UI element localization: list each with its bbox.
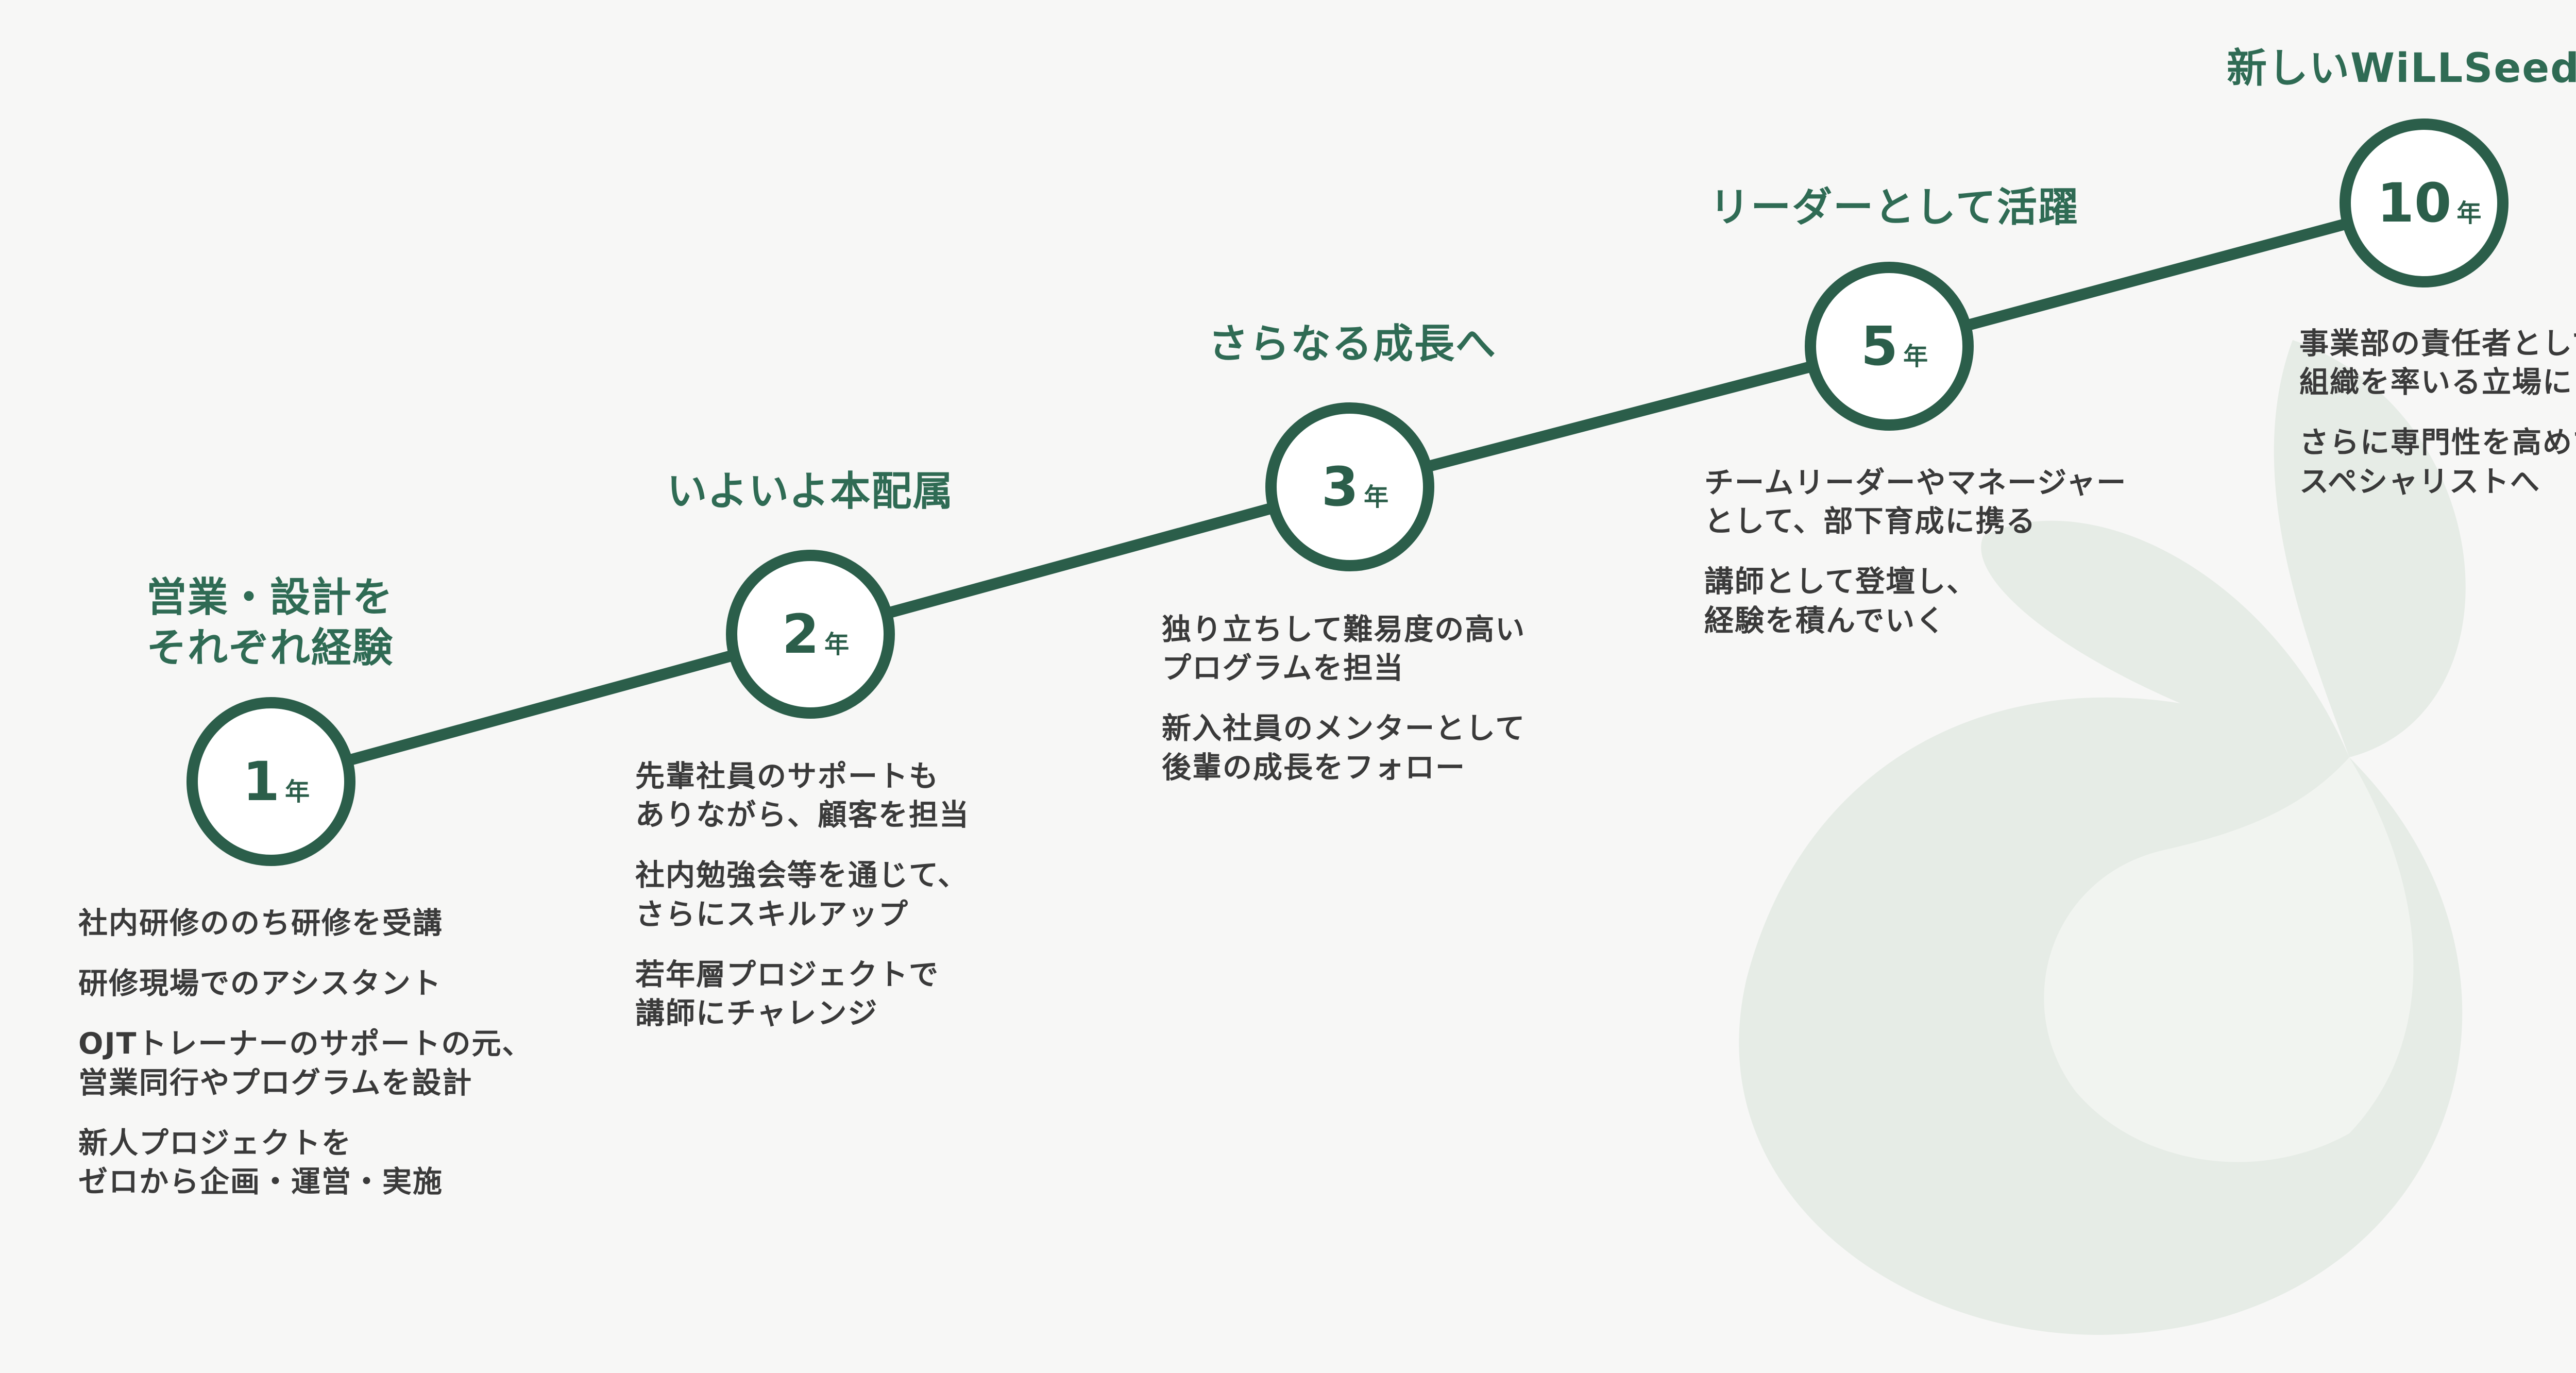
year-unit: 年 xyxy=(2456,199,2482,228)
description-item: さらに専門性を高めてスペシャリストへ xyxy=(2299,426,2576,499)
year-unit: 年 xyxy=(285,777,310,806)
timeline-track xyxy=(265,197,2430,787)
description-item: 事業部の責任者として、組織を率いる立場に xyxy=(2299,327,2576,400)
year-number: 5 xyxy=(1860,315,1899,378)
milestone-heading-10: 新しいWiLLSeedへ xyxy=(2227,45,2576,92)
year-number: 10 xyxy=(2377,172,2452,234)
milestone-circle-3 xyxy=(1265,402,1434,571)
description-item: OJTトレーナーのサポートの元、営業同行やプログラムを設計 xyxy=(78,1027,533,1100)
milestone-circles xyxy=(187,118,2509,866)
year-unit: 年 xyxy=(824,630,850,659)
milestone-descriptions-1: 社内研修ののち研修を受講研修現場でのアシスタント OJTトレーナーのサポートの元、… xyxy=(78,904,533,1223)
milestone-descriptions-5: チームリーダーやマネージャーとして、部下育成に携る講師として登壇し、経験を積んで… xyxy=(1704,464,2127,662)
description-item: 若年層プロジェクトで講師にチャレンジ xyxy=(635,957,939,1031)
description-item: 社内研修ののち研修を受講 xyxy=(78,906,443,940)
milestone-heading-2: いよいよ本配属 xyxy=(667,468,954,515)
milestone-circle-2 xyxy=(726,550,895,719)
description-item: 社内勉強会等を通じて、さらにスキルアップ xyxy=(635,858,969,931)
milestone-circle-1 xyxy=(187,697,355,866)
milestone-heading-3: さらなる成長へ xyxy=(1208,321,1497,367)
milestone-descriptions-3: 独り立ちして難易度の高いプログラムを担当新入社員のメンターとして後輩の成長をフォ… xyxy=(1162,611,1526,809)
milestone-circle-5 xyxy=(1805,262,1974,431)
milestone-circle-10 xyxy=(2340,118,2509,287)
milestone-heading-1: 営業・設計をそれぞれ経験 xyxy=(146,574,394,671)
description-item: 講師として登壇し、経験を積んでいく xyxy=(1704,565,1977,638)
milestone-heading-5: リーダーとして活躍 xyxy=(1709,184,2079,231)
description-item: チームリーダーやマネージャーとして、部下育成に携る xyxy=(1704,466,2127,539)
sprout-icon xyxy=(1739,340,2466,1335)
description-item: 研修現場でのアシスタント xyxy=(78,967,442,1001)
year-number: 2 xyxy=(782,603,820,666)
description-item: 独り立ちして難易度の高いプログラムを担当 xyxy=(1162,613,1526,686)
description-item: 新入社員のメンターとして後輩の成長をフォロー xyxy=(1162,711,1526,785)
description-item: 先輩社員のサポートもありながら、顧客を担当 xyxy=(635,759,970,833)
year-unit: 年 xyxy=(1903,342,1928,371)
year-number: 1 xyxy=(242,750,280,813)
year-unit: 年 xyxy=(1364,483,1389,512)
milestone-descriptions-2: 先輩社員のサポートもありながら、顧客を担当社内勉強会等を通じて、さらにスキルアッ… xyxy=(635,757,970,1055)
description-item: 新人プロジェクトをゼロから企画・運営・実施 xyxy=(78,1126,443,1199)
year-number: 3 xyxy=(1321,455,1359,518)
